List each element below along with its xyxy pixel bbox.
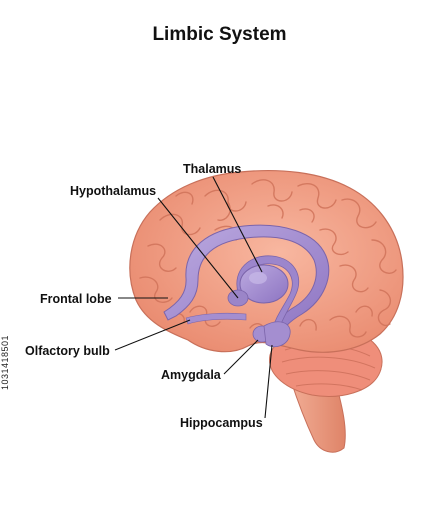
label-olfactory-bulb: Olfactory bulb [25, 344, 110, 358]
label-amygdala: Amygdala [161, 368, 221, 382]
label-hippocampus: Hippocampus [180, 416, 263, 430]
olfactory-tract [185, 312, 247, 325]
label-frontal-lobe: Frontal lobe [40, 292, 112, 306]
label-hypothalamus: Hypothalamus [70, 184, 157, 198]
diagram-title: Limbic System [152, 24, 287, 45]
hippocampus [263, 321, 291, 348]
limbic-ring [163, 224, 330, 339]
leader-lines [114, 176, 273, 419]
label-thalamus: Thalamus [183, 162, 242, 176]
side-image-id: 1031418501 [0, 334, 10, 390]
